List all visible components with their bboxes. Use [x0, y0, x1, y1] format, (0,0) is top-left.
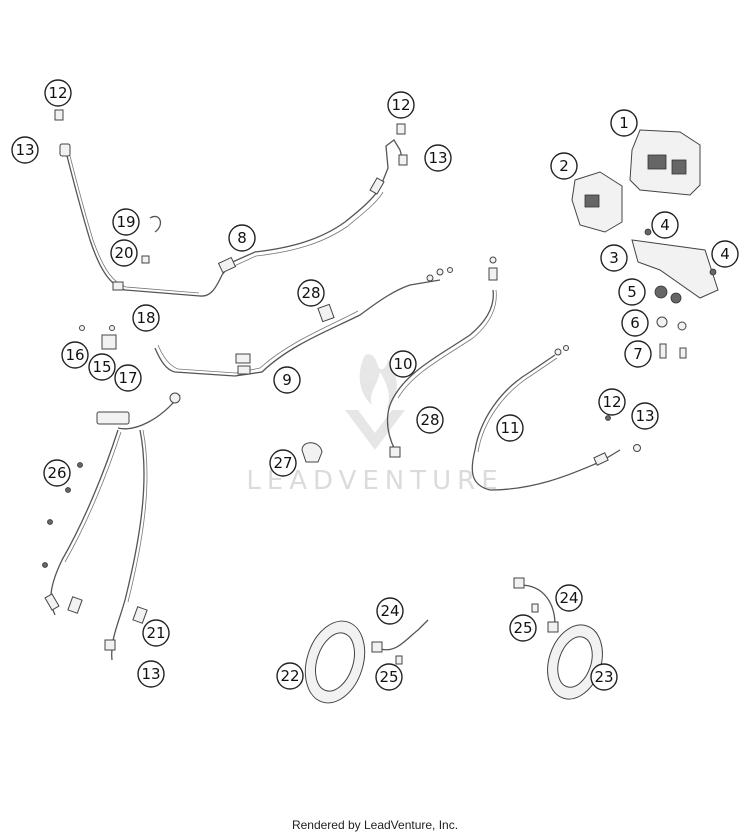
- callout-24b: 24: [555, 584, 583, 612]
- svg-text:15: 15: [92, 358, 111, 376]
- svg-text:22: 22: [280, 667, 299, 685]
- callout-12a: 12: [44, 79, 72, 107]
- callout-19: 19: [112, 208, 140, 236]
- callout-13a: 13: [11, 136, 39, 164]
- callout-7: 7: [624, 340, 652, 368]
- callout-3: 3: [600, 244, 628, 272]
- callout-25a: 25: [375, 663, 403, 691]
- small-fittings: [42, 109, 611, 568]
- svg-text:17: 17: [118, 369, 137, 387]
- brake-line-top-left: [59, 143, 233, 297]
- callout-23: 23: [590, 663, 618, 691]
- callout-17: 17: [114, 364, 142, 392]
- callout-9: 9: [273, 366, 301, 394]
- callout-4a: 4: [651, 211, 679, 239]
- svg-text:7: 7: [633, 345, 643, 363]
- grommets: [654, 285, 687, 359]
- svg-text:27: 27: [273, 454, 292, 472]
- footer-credit: Rendered by LeadVenture, Inc.: [291, 818, 459, 832]
- brake-line-front: [44, 392, 181, 661]
- svg-text:9: 9: [282, 371, 292, 389]
- svg-text:12: 12: [391, 96, 410, 114]
- callout-2: 2: [550, 152, 578, 180]
- callout-28b: 28: [416, 406, 444, 434]
- abs-sensor-front: [371, 619, 429, 665]
- callout-6: 6: [621, 309, 649, 337]
- svg-text:3: 3: [609, 249, 619, 267]
- abs-modulator: [629, 129, 701, 196]
- callout-22: 22: [276, 662, 304, 690]
- callout-13b: 13: [424, 144, 452, 172]
- svg-text:25: 25: [513, 619, 532, 637]
- callout-18: 18: [132, 304, 160, 332]
- callout-12c: 12: [598, 388, 626, 416]
- svg-text:24: 24: [380, 602, 399, 620]
- svg-text:13: 13: [141, 665, 160, 683]
- abs-tone-wheel-rear: [547, 624, 603, 700]
- svg-text:25: 25: [379, 668, 398, 686]
- svg-text:18: 18: [136, 309, 155, 327]
- svg-text:8: 8: [237, 229, 247, 247]
- callout-8: 8: [228, 224, 256, 252]
- svg-text:4: 4: [720, 245, 730, 263]
- callout-28a: 28: [297, 279, 325, 307]
- svg-text:13: 13: [15, 141, 34, 159]
- svg-text:16: 16: [65, 346, 84, 364]
- svg-text:6: 6: [630, 314, 640, 332]
- svg-text:28: 28: [301, 284, 320, 302]
- brake-line-8: [217, 139, 408, 274]
- svg-text:20: 20: [114, 244, 133, 262]
- callout-20: 20: [110, 239, 138, 267]
- svg-text:23: 23: [594, 668, 613, 686]
- callout-25b: 25: [509, 614, 537, 642]
- callout-27: 27: [269, 449, 297, 477]
- brake-line-11: [471, 345, 641, 491]
- svg-text:21: 21: [146, 624, 165, 642]
- abs-bracket-unit: [571, 171, 623, 233]
- mounting-bracket: [631, 228, 719, 299]
- svg-text:13: 13: [635, 407, 654, 425]
- callout-15: 15: [88, 353, 116, 381]
- callout-11: 11: [496, 414, 524, 442]
- abs-tone-wheel-front: [304, 620, 366, 704]
- svg-text:1: 1: [619, 114, 629, 132]
- svg-text:19: 19: [116, 213, 135, 231]
- callout-13d: 13: [137, 660, 165, 688]
- callout-5: 5: [618, 278, 646, 306]
- svg-text:10: 10: [393, 355, 412, 373]
- callout-26: 26: [43, 459, 71, 487]
- callout-12b: 12: [387, 91, 415, 119]
- svg-text:24: 24: [559, 589, 578, 607]
- callout-13c: 13: [631, 402, 659, 430]
- callout-1: 1: [610, 109, 638, 137]
- svg-text:12: 12: [48, 84, 67, 102]
- callout-21: 21: [142, 619, 170, 647]
- svg-text:26: 26: [47, 464, 66, 482]
- callout-4b: 4: [711, 240, 739, 268]
- svg-text:13: 13: [428, 149, 447, 167]
- callouts: 1 2 3 4 4 5 6 7 8 9 10 11 12 12 12 13 13…: [11, 79, 739, 691]
- callout-24a: 24: [376, 597, 404, 625]
- callout-16: 16: [61, 341, 89, 369]
- callout-10: 10: [389, 350, 417, 378]
- brake-line-9: [154, 267, 453, 377]
- abs-sensor-rear: [513, 577, 559, 633]
- svg-text:5: 5: [627, 283, 637, 301]
- svg-text:28: 28: [420, 411, 439, 429]
- svg-text:11: 11: [500, 419, 519, 437]
- svg-text:2: 2: [559, 157, 569, 175]
- brake-line-10: [386, 256, 498, 458]
- svg-text:12: 12: [602, 393, 621, 411]
- svg-text:4: 4: [660, 216, 670, 234]
